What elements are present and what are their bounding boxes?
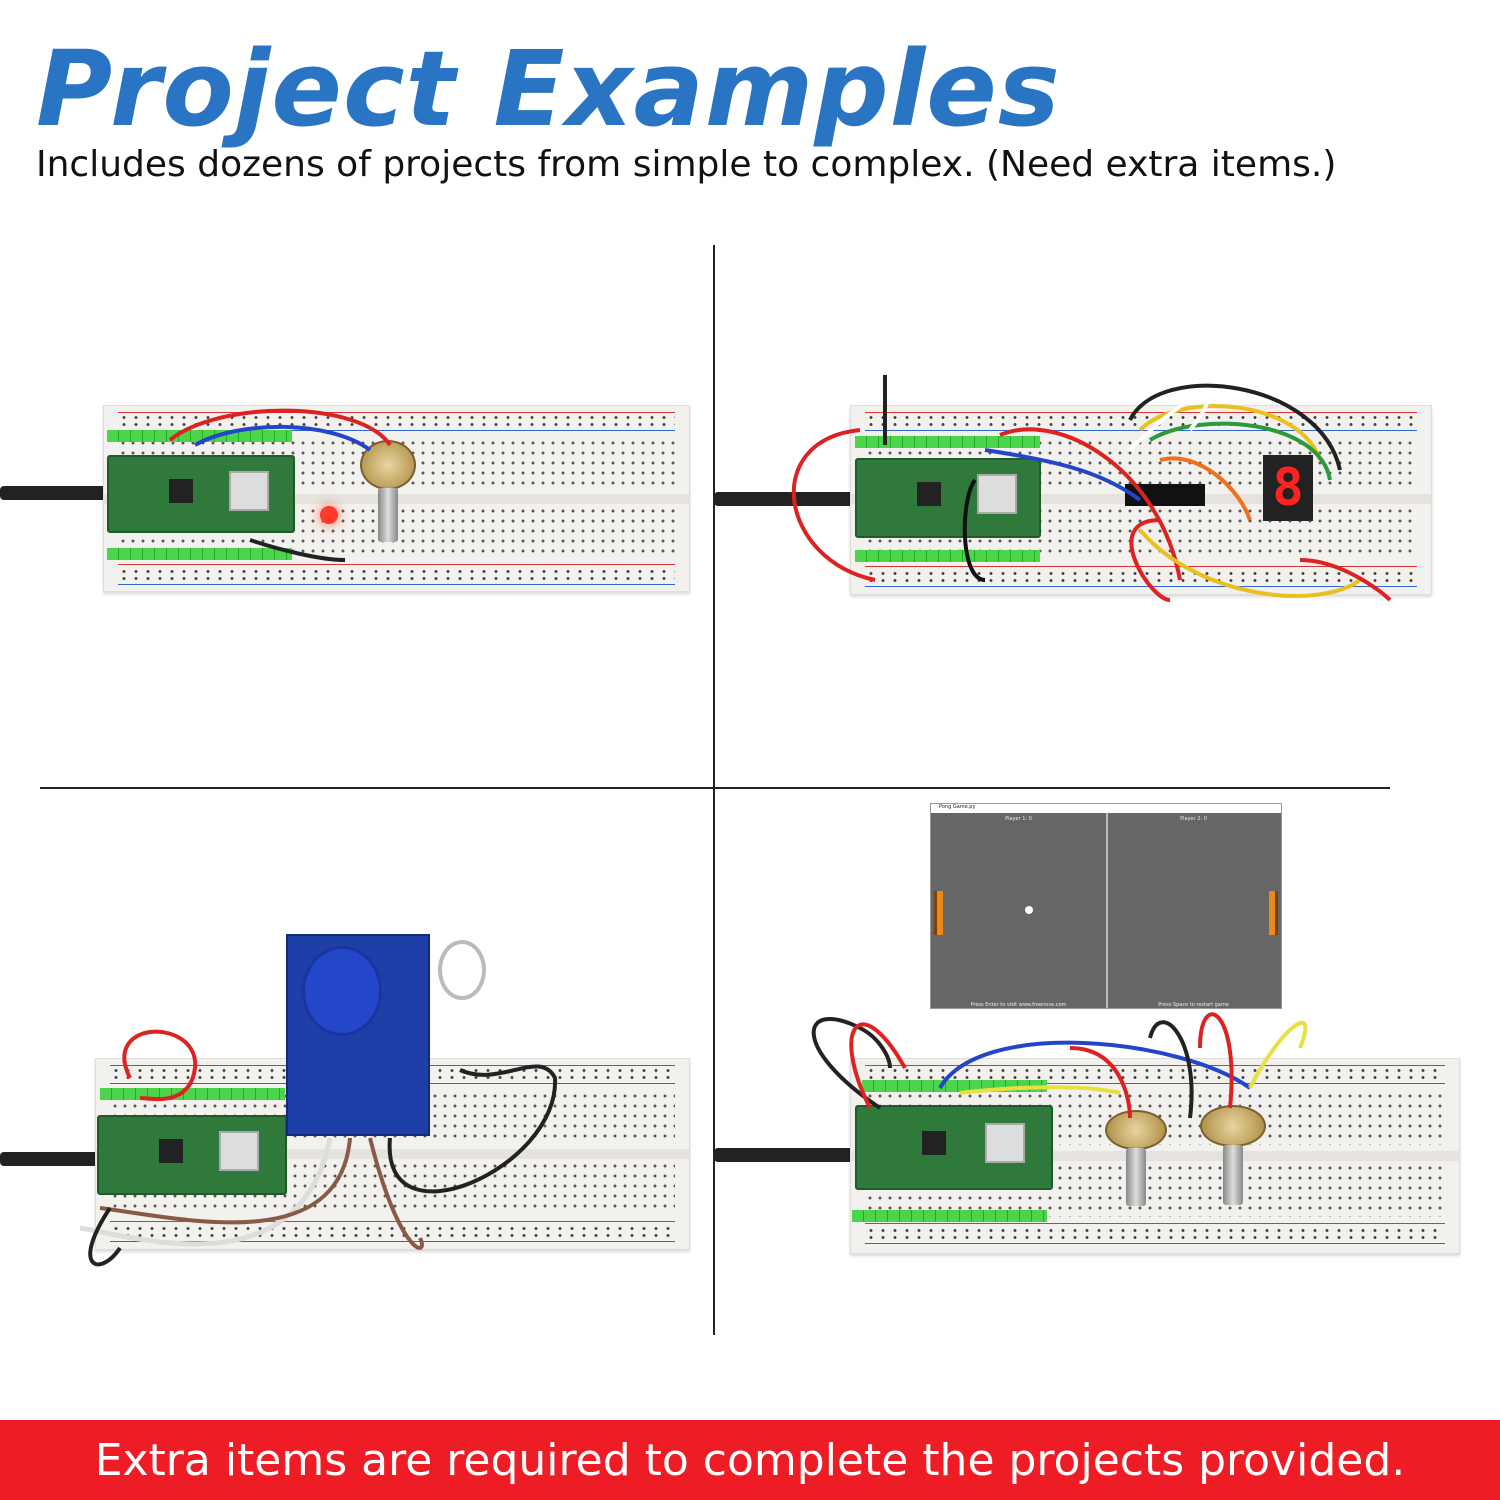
page-title: Project Examples	[36, 28, 1061, 150]
usb-cable	[714, 1148, 854, 1162]
player1-score: Player 1: 0	[1005, 816, 1032, 822]
ball	[1025, 906, 1033, 914]
seven-segment-display: 8	[1263, 455, 1313, 521]
pico-board	[855, 458, 1041, 538]
left-paddle	[934, 891, 943, 935]
divider-vertical	[713, 245, 715, 1335]
notice-banner: Extra items are required to complete the…	[0, 1420, 1500, 1500]
usb-cable	[714, 492, 854, 506]
banner-text: Extra items are required to complete the…	[94, 1434, 1406, 1486]
divider-horizontal	[40, 787, 1390, 789]
potentiometer-2	[1200, 1105, 1266, 1147]
right-paddle	[1269, 891, 1278, 935]
left-hint: Press Enter to visit www.freenove.com	[970, 1002, 1067, 1008]
pico-board	[97, 1115, 287, 1195]
player2-score: Player 2: 0	[1180, 816, 1207, 822]
right-hint: Press Space to restart game	[1158, 1002, 1229, 1008]
usb-cable	[0, 1152, 100, 1166]
window-title: Pong Game.py	[931, 804, 1281, 813]
pico-board	[107, 455, 295, 533]
key-ring	[438, 940, 486, 1000]
rfid-keyfob	[302, 946, 382, 1036]
led	[320, 506, 338, 524]
usb-cable	[0, 486, 110, 500]
pong-game-window: Pong Game.py Player 1: 0 Player 2: 0 Pre…	[930, 803, 1282, 1009]
page-subtitle: Includes dozens of projects from simple …	[36, 144, 1337, 185]
pico-board	[855, 1105, 1053, 1190]
